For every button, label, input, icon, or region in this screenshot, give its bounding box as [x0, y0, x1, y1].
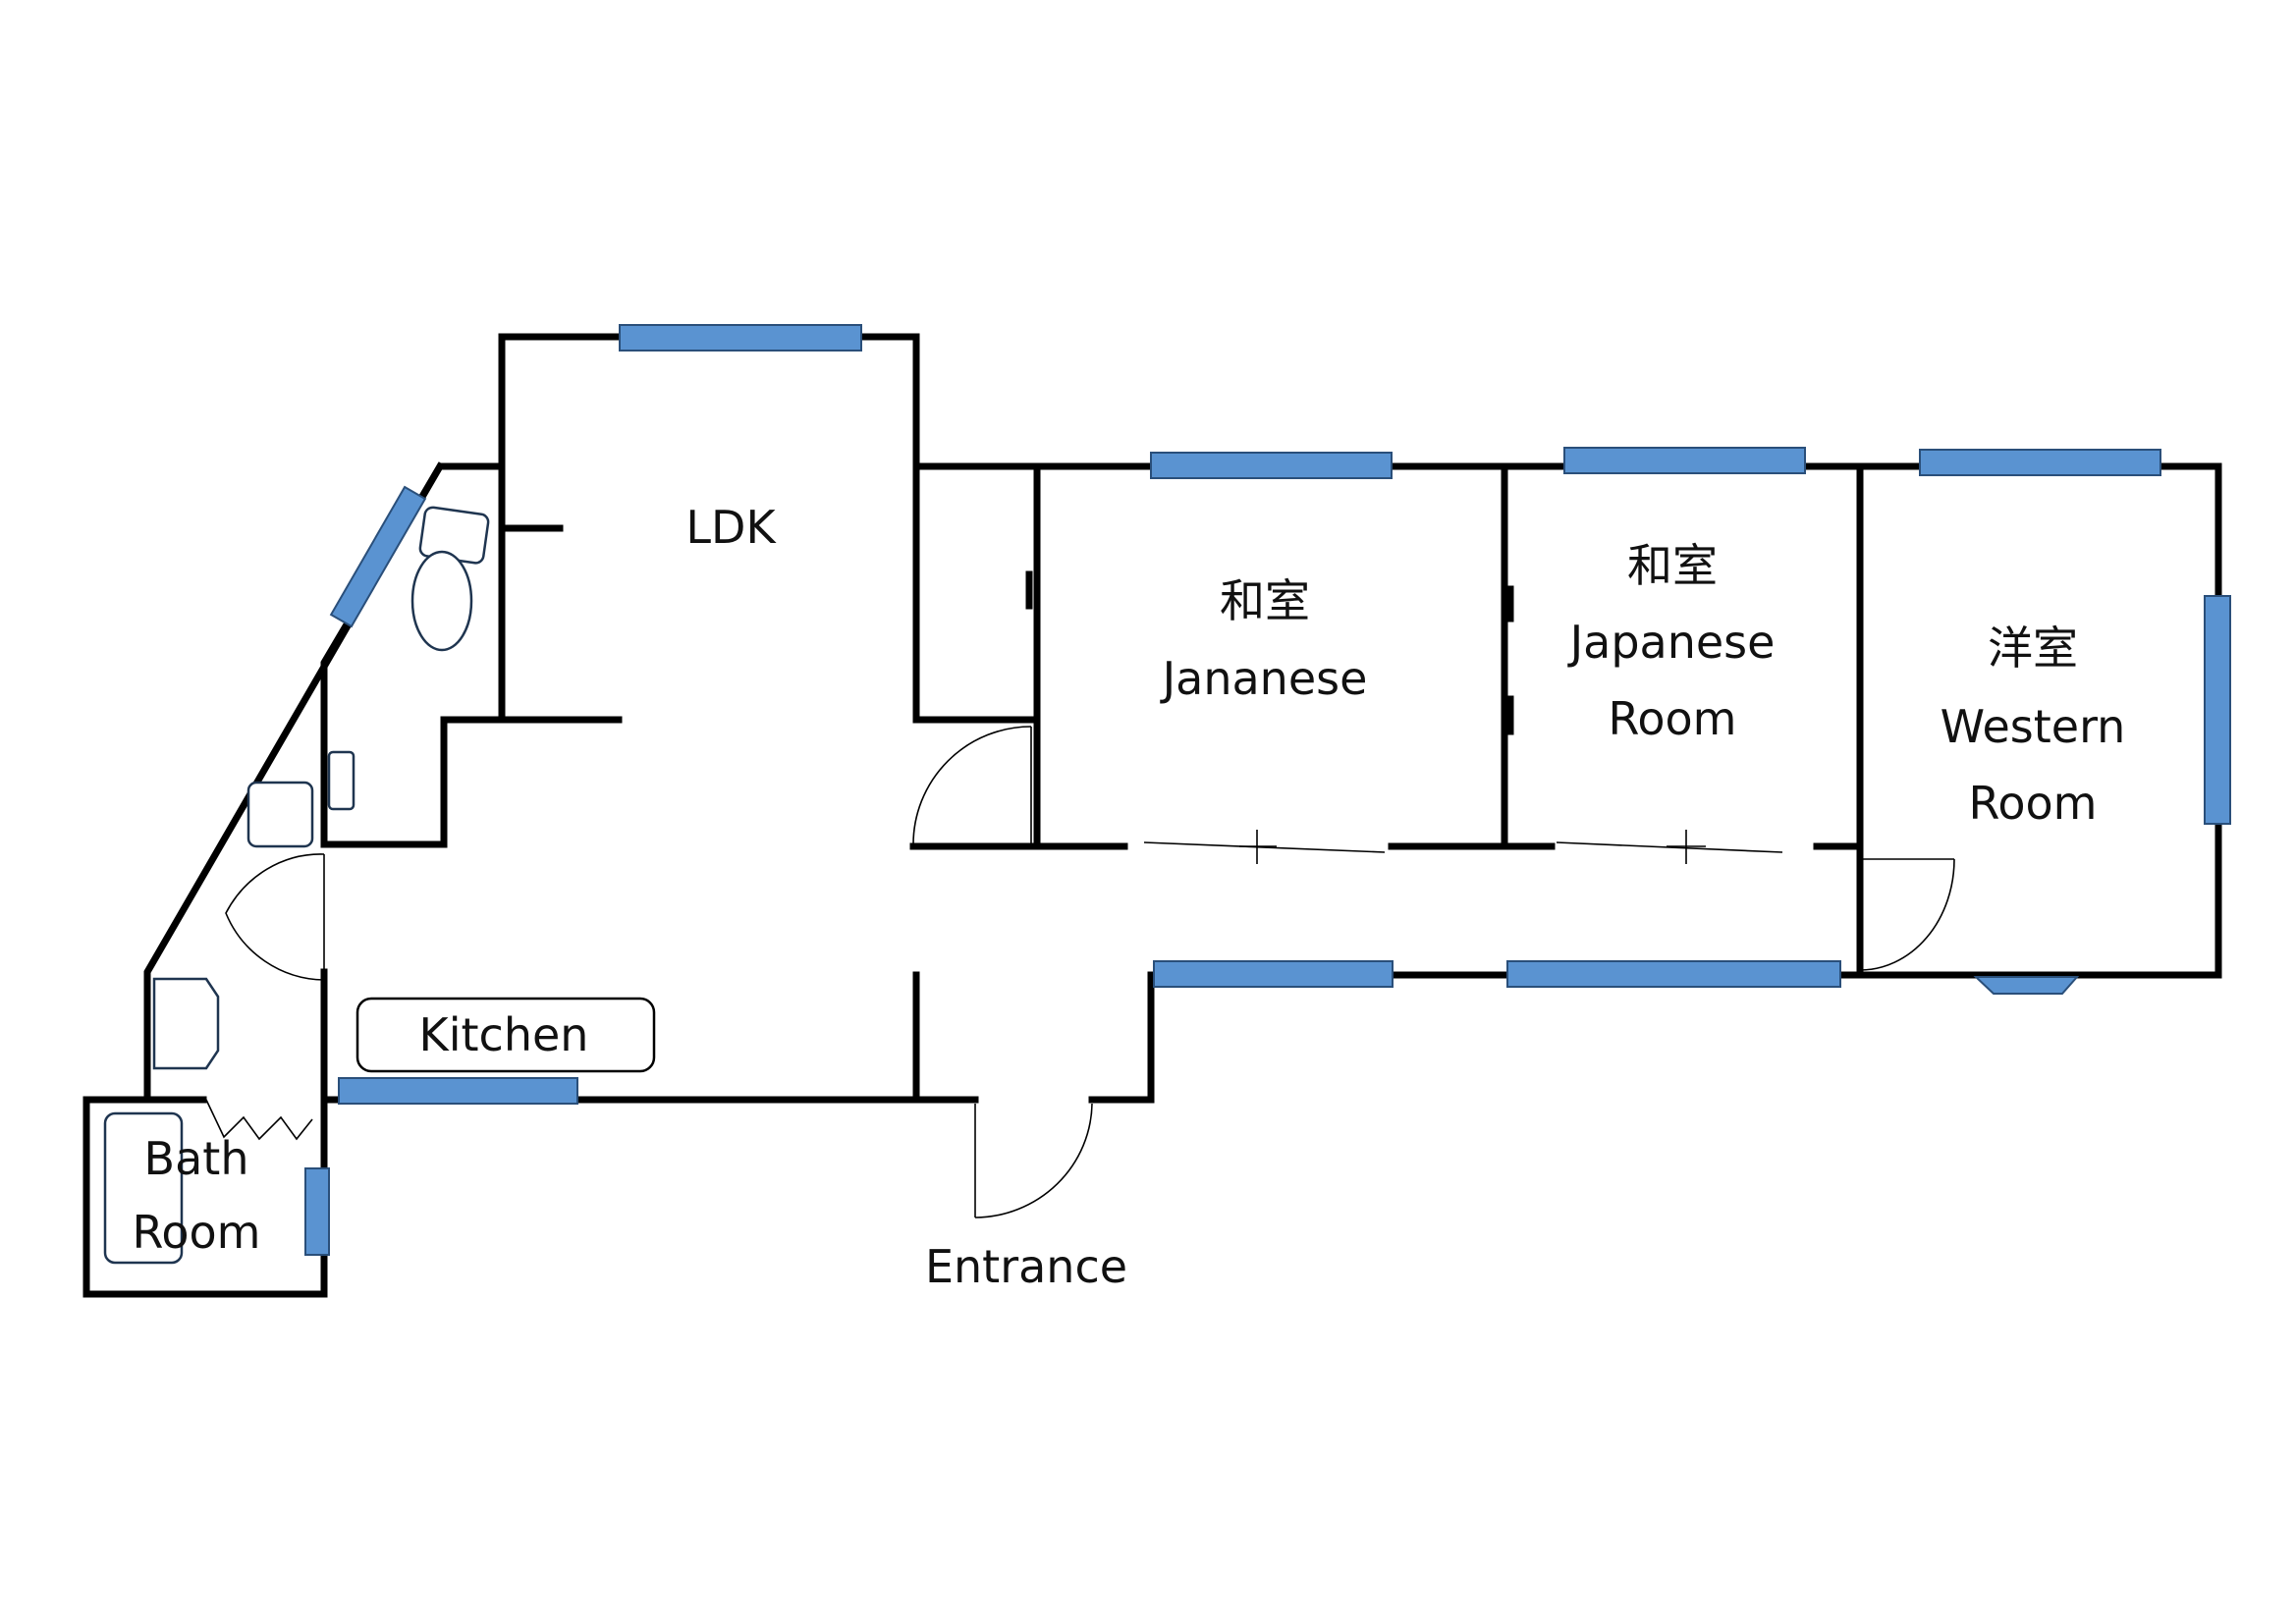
door-swing-icon[interactable]: [974, 1103, 1093, 1218]
doors: [205, 570, 1955, 1218]
kitchen-label: Kitchen: [419, 1008, 589, 1061]
window-west-right: [2204, 595, 2231, 825]
entrance-label: Entrance: [925, 1240, 1127, 1293]
window-toilet-diagonal: [329, 485, 427, 628]
window-corridor-a: [1153, 960, 1394, 988]
labels: LDK 和室 Jananese 和室 Japanese Room 洋室 West…: [133, 501, 2126, 1293]
kitchen-counter: [355, 997, 656, 1073]
windows: [304, 324, 2231, 1256]
window-west-top: [1919, 449, 2161, 476]
west-jp-label: 洋室: [1988, 622, 2078, 675]
west-en-label-1: Western: [1941, 700, 2126, 753]
window-corridor-b: [1506, 960, 1841, 988]
sink-icon: [246, 781, 314, 848]
jp1-en-label: Jananese: [1160, 652, 1368, 705]
sliding-door-icon[interactable]: [1556, 830, 1783, 864]
entrance-bottom-wall: [1088, 971, 1395, 1104]
washing-machine-icon: [152, 977, 220, 1070]
bathtub-icon: [103, 1111, 184, 1265]
folding-door-icon[interactable]: [205, 1099, 313, 1141]
window-ldk-top: [619, 324, 862, 352]
window-bath: [304, 1167, 330, 1256]
door-swing-icon[interactable]: [912, 726, 1032, 845]
jp1-jp-label: 和室: [1220, 574, 1310, 627]
washbasin-icon: [327, 750, 355, 811]
ldk-label: LDK: [685, 501, 777, 554]
fixtures: [103, 506, 656, 1265]
walls: [82, 333, 2222, 1298]
sliding-door-icon[interactable]: [1143, 830, 1386, 864]
jp2-en-label-2: Room: [1609, 692, 1737, 745]
jp2-jp-label: 和室: [1627, 539, 1718, 592]
door-swing-icon[interactable]: [225, 853, 325, 981]
jp2-en-label-1: Japanese: [1567, 616, 1776, 669]
bath-label-1: Bath: [144, 1132, 249, 1185]
west-en-label-2: Room: [1969, 777, 2098, 830]
window-kitchen: [338, 1077, 578, 1105]
window-west-bay: [1973, 976, 2080, 995]
window-jp2-top: [1563, 447, 1806, 474]
bath-label-2: Room: [133, 1206, 261, 1259]
door-swing-icon[interactable]: [1859, 858, 1955, 971]
diagonal-outer-wall: [143, 461, 445, 1104]
window-jp1-top: [1150, 452, 1393, 479]
toilet-icon: [410, 506, 490, 652]
